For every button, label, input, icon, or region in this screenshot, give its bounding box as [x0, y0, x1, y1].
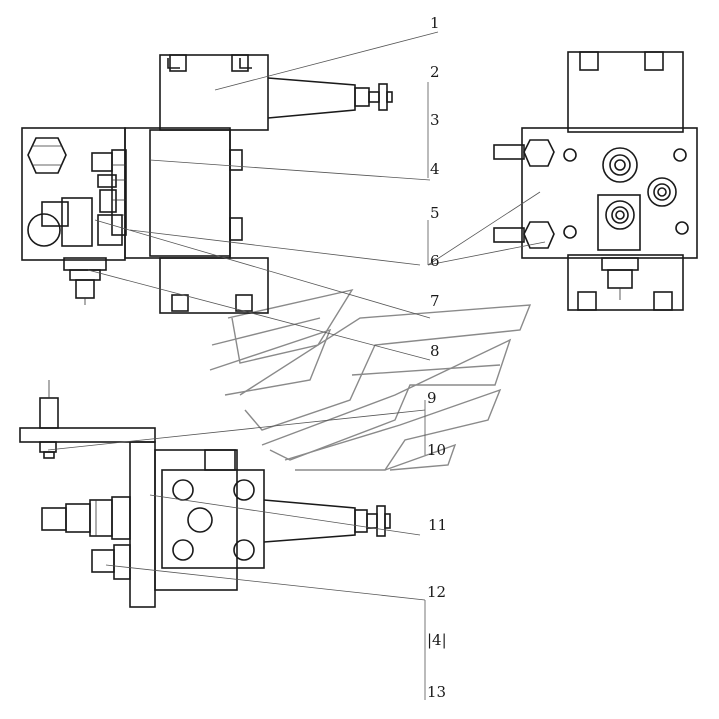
- callout-2: 2: [430, 63, 440, 81]
- valve-body-top: [159, 54, 269, 131]
- callout-4: 4: [430, 160, 440, 178]
- bracket-plate: [19, 427, 156, 443]
- callout-1: 1: [430, 14, 440, 32]
- plan-view: [19, 380, 391, 608]
- side-plate: [521, 127, 698, 259]
- mounting-plate: [21, 127, 126, 261]
- callout-14: |4|: [427, 631, 447, 649]
- cover-plate: [161, 469, 265, 569]
- hex-nut-icon: [27, 137, 67, 174]
- callout-12: 12: [427, 583, 446, 601]
- handwheel-icon: [378, 83, 388, 111]
- callout-11: 11: [428, 516, 447, 534]
- side-view: [493, 51, 698, 311]
- callout-6: 6: [430, 252, 440, 270]
- callout-10: 10: [427, 441, 446, 459]
- plan-body: [154, 449, 238, 591]
- callout-7: 7: [430, 292, 440, 310]
- callout-3: 3: [430, 111, 440, 129]
- front-view: [21, 54, 393, 314]
- callout-5: 5: [430, 204, 440, 222]
- callout-8: 8: [430, 342, 440, 360]
- bolt-icon: [493, 144, 525, 160]
- watermark-logo: [209, 288, 532, 471]
- leader-lines: [47, 31, 546, 700]
- callout-9: 9: [427, 389, 437, 407]
- fitting-icon: [27, 213, 61, 247]
- main-block: [124, 127, 231, 259]
- callout-labels: 1 2 3 4 5 6 7 8 9 10 11 12 |4| 13: [427, 14, 447, 701]
- callout-13: 13: [427, 683, 446, 701]
